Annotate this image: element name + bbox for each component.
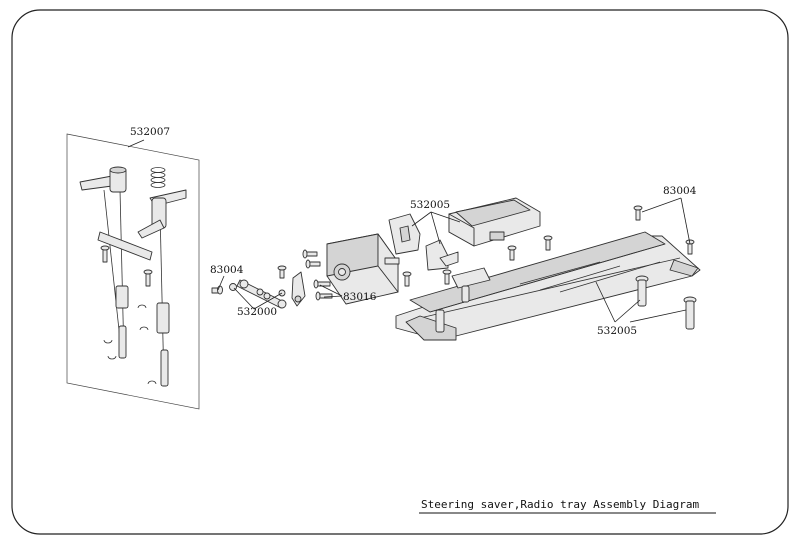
tray-bracket-1 xyxy=(388,213,421,255)
screw-servo xyxy=(402,271,412,287)
callout-532007: 532007 xyxy=(130,126,170,138)
radio-tray-plate xyxy=(395,231,701,341)
screw-tray-2 xyxy=(543,235,553,251)
diagram-title: Steering saver,Radio tray Assembly Diagr… xyxy=(421,498,700,511)
screw-tray-4 xyxy=(633,205,643,221)
receiver-box xyxy=(448,197,541,247)
leader-lines xyxy=(127,139,691,323)
callout-532000: 532000 xyxy=(237,306,277,318)
servo xyxy=(326,233,400,305)
saver-spring xyxy=(150,167,166,188)
steering-saver-group xyxy=(66,133,200,410)
callout-83004-left: 83004 xyxy=(210,264,244,276)
callout-83004-right: 83004 xyxy=(663,185,697,197)
standoff-2 xyxy=(683,296,697,330)
standoff-1 xyxy=(635,275,649,307)
linkage-group xyxy=(211,233,412,309)
screw-left xyxy=(100,245,110,263)
tray-bracket-2 xyxy=(425,239,459,271)
bellcrank-left xyxy=(79,166,127,193)
post-right xyxy=(160,349,169,387)
callout-532005-bottom: 532005 xyxy=(597,325,637,337)
screw-tray-3 xyxy=(442,269,452,285)
bushing-right xyxy=(156,302,170,334)
bellcrank-right xyxy=(137,189,187,239)
radio-tray-group xyxy=(388,197,701,341)
screw-right xyxy=(143,269,153,287)
exploded-view-plane xyxy=(66,133,200,410)
screw-mid-1 xyxy=(277,265,287,279)
post-left xyxy=(118,325,127,359)
bushing-left xyxy=(115,285,129,309)
callout-83016: 83016 xyxy=(343,291,377,303)
screw-tray-1 xyxy=(507,245,517,261)
page-border xyxy=(11,9,789,535)
drag-link xyxy=(97,231,153,261)
servo-horn xyxy=(291,271,306,307)
callout-532005-top: 532005 xyxy=(410,199,450,211)
